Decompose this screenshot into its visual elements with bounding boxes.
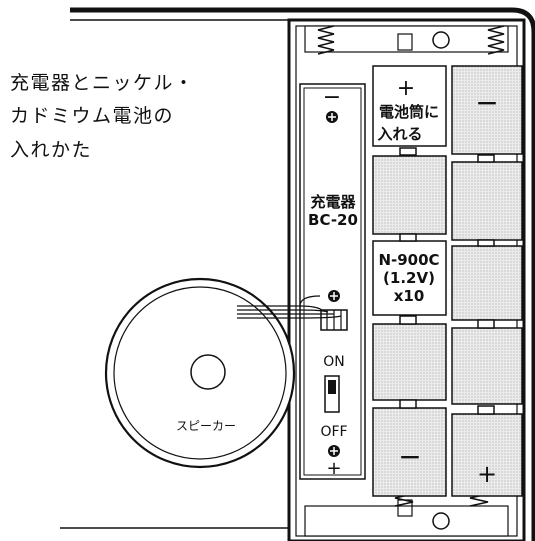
speaker: スピーカー [104,277,296,469]
battery-cell-8 [451,245,523,321]
battery-cell-9 [451,327,523,405]
caption-line-3: 入れかた [10,139,92,161]
battery-count: x10 [394,287,425,305]
bottom-contact-strip [304,505,509,537]
charger-name: 充電器 [310,193,356,211]
charger-minus-sign: − [323,85,341,110]
battery-insert-line1: 電池筒に [379,103,439,121]
spring-top-left [317,25,335,55]
battery-cell-5 [372,407,447,497]
battery-cell-2 [372,155,447,235]
cell-minus-mark-bottom: − [398,440,421,473]
charger-plus-sign: + [326,458,341,479]
battery-cell-4 [372,323,447,401]
switch-off-label: OFF [320,424,347,440]
speaker-label: スピーカー [176,419,236,433]
switch-on-label: ON [323,354,345,370]
wire-connector [320,309,348,331]
top-contact-strip [304,25,509,53]
spring-top-right [487,25,505,55]
cell-minus-mark-right: − [475,86,498,119]
charger-body: − 充電器 BC-20 ON OFF + [299,83,366,480]
battery-cell-6 [451,65,523,155]
cell-plus-mark-bottom: + [477,460,497,488]
battery-cell-7 [451,161,523,241]
caption-line-2: カドミウム電池の [10,105,174,127]
battery-cell-1 [372,65,447,147]
battery-plus-mark: + [397,76,415,101]
terminal-top [397,33,413,51]
power-switch[interactable] [324,375,340,413]
speaker-wires [237,295,342,319]
caption-line-1: 充電器とニッケル・ [10,72,195,94]
battery-cells [372,65,523,497]
battery-insert-line2: 入れる [377,125,422,143]
charger-model: BC-20 [308,211,358,229]
screw-bottom [432,512,450,530]
battery-cell-10 [451,413,523,497]
screw-top [432,31,450,49]
battery-voltage: (1.2V) [383,269,435,287]
speaker-center-cap [190,354,226,390]
battery-type: N-900C [378,251,439,269]
